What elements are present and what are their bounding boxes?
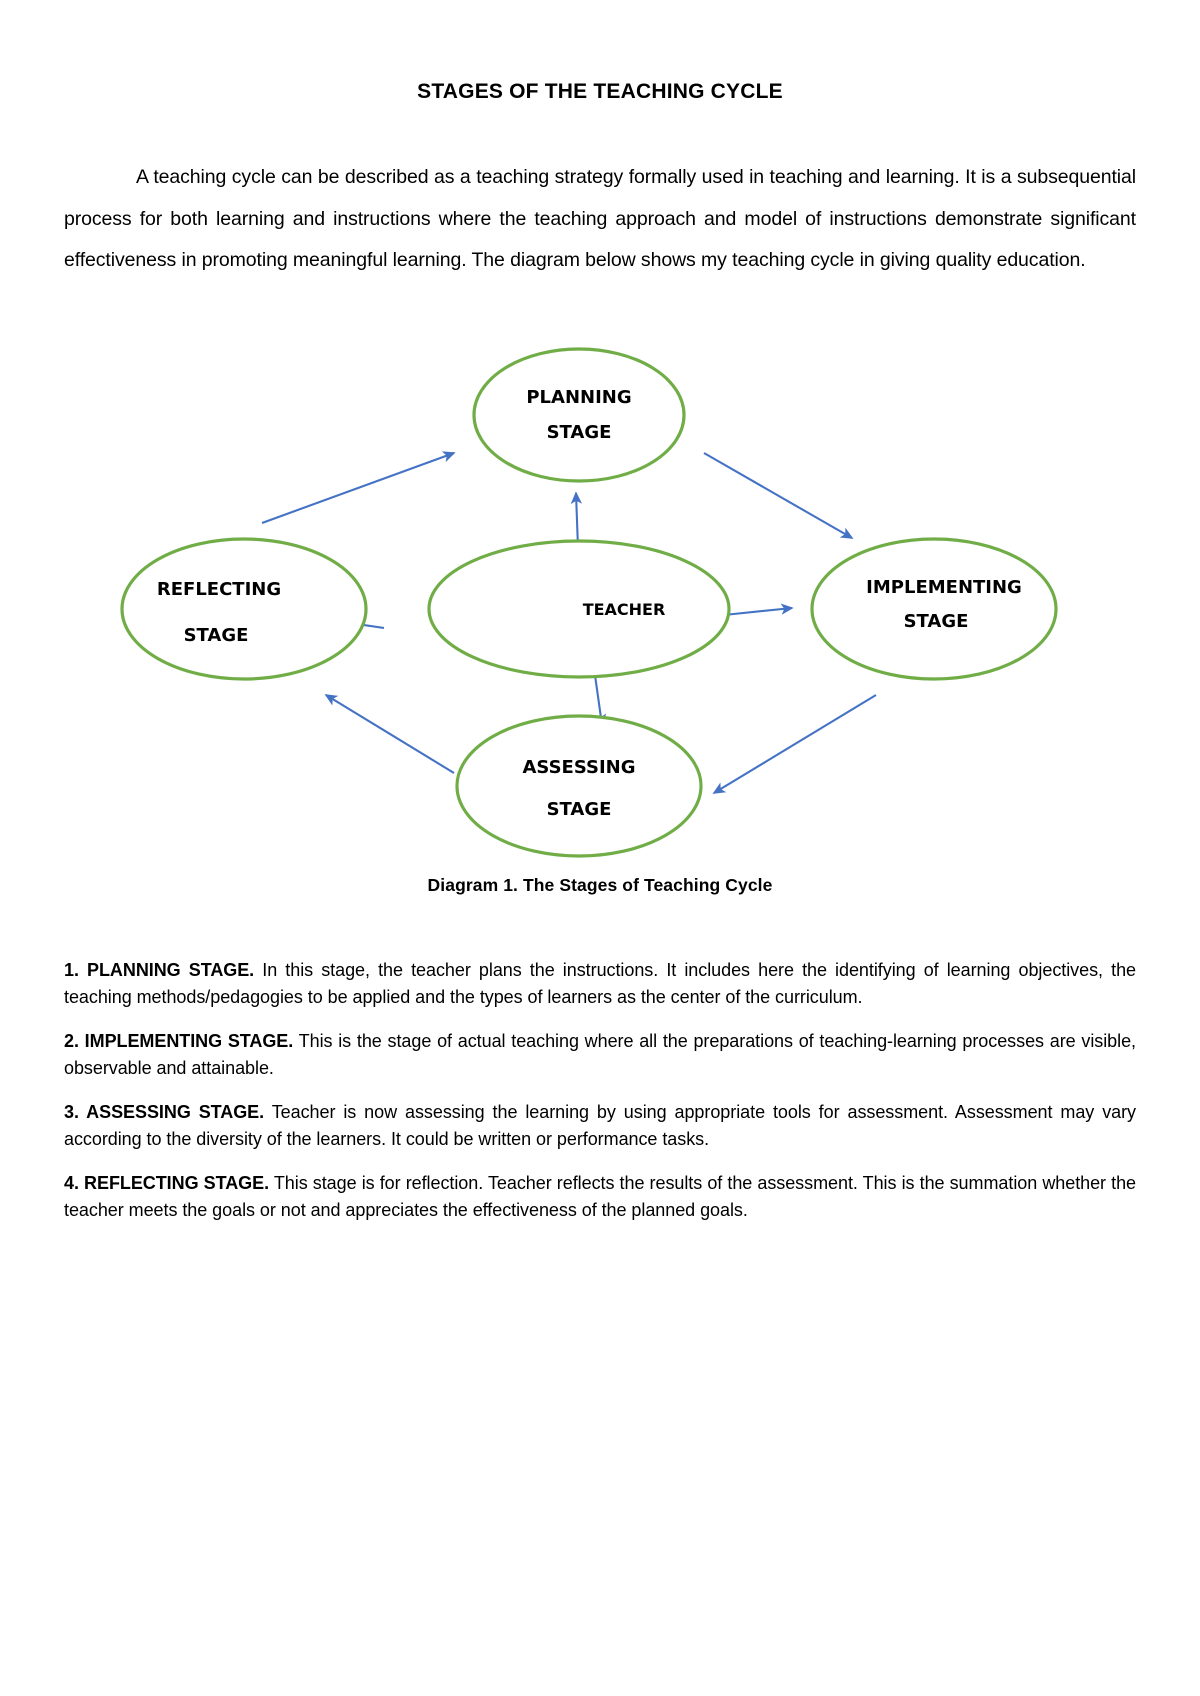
arrow-teacher-to-planning <box>570 491 583 549</box>
stage-item: 3. ASSESSING STAGE. Teacher is now asses… <box>64 1099 1136 1153</box>
intro-paragraph: A teaching cycle can be described as a t… <box>64 166 1136 271</box>
stage-item: 4. REFLECTING STAGE. This stage is for r… <box>64 1170 1136 1224</box>
stage-lead: 1. PLANNING STAGE. <box>64 960 255 981</box>
stage-lead: 4. REFLECTING STAGE. <box>64 1173 270 1194</box>
stage-body: In this stage, the teacher plans the ins… <box>64 960 1136 1008</box>
arrow-reflecting-to-planning <box>261 451 456 525</box>
label-teacher: TEACHER <box>583 600 666 619</box>
arrow-assessing-to-reflecting <box>324 694 455 775</box>
stage-lead: 2. IMPLEMENTING STAGE. <box>64 1031 294 1052</box>
label-assessing-line2: STAGE <box>547 799 612 820</box>
arrow-implementing-to-assessing <box>712 694 877 795</box>
stages-list: 1. PLANNING STAGE. In this stage, the te… <box>64 957 1136 1224</box>
arrow-planning-to-implementing <box>703 452 854 540</box>
node-reflecting-stage[interactable] <box>120 537 368 681</box>
diagram-caption: Diagram 1. The Stages of Teaching Cycle <box>427 875 773 896</box>
stage-body: This is the stage of actual teaching whe… <box>64 1031 1136 1079</box>
node-assessing-stage[interactable] <box>455 714 703 858</box>
stage-body: This stage is for reflection. Teacher re… <box>64 1173 1137 1221</box>
diagram-nodes <box>120 347 1058 858</box>
node-planning-stage[interactable] <box>472 347 686 483</box>
label-implementing-line2: STAGE <box>904 611 969 632</box>
page-title: STAGES OF THE TEACHING CYCLE <box>417 80 783 103</box>
label-reflecting-line2: STAGE <box>184 625 249 646</box>
label-assessing-line1: ASSESSING <box>522 757 635 778</box>
arrow-teacher-to-implementing <box>723 603 794 617</box>
diagram-canvas: PLANNING STAGE REFLECTING STAGE TEACHER … <box>120 347 1058 858</box>
label-implementing-line1: IMPLEMENTING <box>866 577 1022 598</box>
label-planning-line1: PLANNING <box>526 387 631 408</box>
label-reflecting-line1: REFLECTING <box>157 579 281 600</box>
label-planning-line2: STAGE <box>547 422 612 443</box>
stage-item: 1. PLANNING STAGE. In this stage, the te… <box>64 957 1136 1011</box>
node-implementing-stage[interactable] <box>810 537 1058 681</box>
diagram-node-labels: PLANNING STAGE REFLECTING STAGE TEACHER … <box>157 387 1022 820</box>
stage-item: 2. IMPLEMENTING STAGE. This is the stage… <box>64 1028 1136 1082</box>
teaching-cycle-diagram: PLANNING STAGE REFLECTING STAGE TEACHER … <box>64 343 1136 913</box>
node-teacher[interactable] <box>427 539 731 679</box>
stage-lead: 3. ASSESSING STAGE. <box>64 1102 265 1123</box>
stage-body: Teacher is now assessing the learning by… <box>64 1102 1136 1150</box>
